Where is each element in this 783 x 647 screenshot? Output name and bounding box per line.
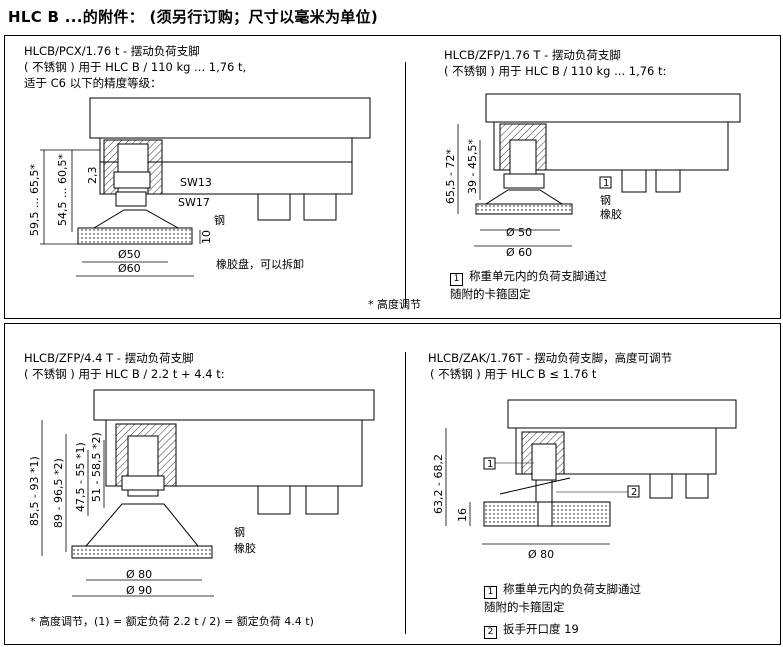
- pcx-label-rubber: 橡胶盘，可以拆卸: [216, 257, 304, 271]
- zfp44-heading: HLCB/ZFP/4.4 T - 摆动负荷支脚: [24, 351, 194, 365]
- pcx-line3: 适于 C6 以下的精度等级：: [24, 76, 162, 90]
- pcx-dim-4: 10: [200, 230, 213, 244]
- zfp44-dim-4: 51 - 58,5 *2): [90, 432, 103, 502]
- zak-label-2: 2: [631, 487, 637, 498]
- zfp176-dim-3: Ø 50: [506, 226, 532, 239]
- zfp176-line2: ( 不锈钢 ) 用于 HLC B / 110 kg ... 1,76 t:: [444, 64, 667, 78]
- zfp176-label-steel: 钢: [600, 194, 611, 207]
- zak-foot: [483, 443, 611, 527]
- zfp176-loadcell: [485, 93, 741, 193]
- zak-note-1-marker: 1: [484, 586, 497, 599]
- zak-label-1: 1: [487, 459, 493, 470]
- zfp176-label-rubber: 橡胶: [600, 207, 622, 221]
- zfp44-footnote: * 高度调节，(1) = 额定负荷 2.2 t / 2) = 额定负荷 4.4 …: [30, 614, 314, 628]
- pcx-dim-1: 59,5 ... 65,5*: [28, 164, 41, 236]
- pcx-line2: ( 不锈钢 ) 用于 HLC B / 110 kg ... 1,76 t,: [24, 60, 247, 74]
- zak-dim-2: 16: [456, 508, 469, 522]
- zak-loadcell: [507, 399, 737, 499]
- zfp44-dim-1: 85,5 - 93 *1): [28, 456, 41, 526]
- pcx-heading: HLCB/PCX/1.76 t - 摆动负荷支脚: [24, 44, 200, 58]
- zak-note-2: 2 扳手开口度 19: [484, 621, 579, 639]
- zfp44-label-steel: 钢: [234, 526, 245, 539]
- zak-dim-1: 63,2 - 68,2: [432, 454, 445, 514]
- zfp44-loadcell: [93, 389, 375, 515]
- pcx-dim-3: 2,3: [86, 167, 99, 185]
- zfp176-dim-4: Ø 60: [506, 246, 532, 259]
- zak-note-2-text: 扳手开口度 19: [503, 622, 579, 636]
- panel-divider-bottom: [405, 352, 406, 634]
- zfp44-dim-6: Ø 90: [126, 584, 152, 597]
- pcx-label-sw13: SW13: [180, 176, 212, 189]
- zfp44-foot: [71, 435, 213, 559]
- pcx-footnote: * 高度调节: [368, 297, 421, 311]
- pcx-dim-2: 54,5 ... 60,5*: [56, 154, 69, 226]
- zfp176-note-text: 称重单元内的负荷支脚通过 随附的卡箍固定: [450, 269, 607, 301]
- zfp44-label-rubber: 橡胶: [234, 541, 256, 555]
- pcx-label-steel: 钢: [214, 214, 225, 227]
- zfp44-dim-3: 47,5 - 55 *1): [74, 442, 87, 512]
- zfp44-dim-5: Ø 80: [126, 568, 152, 581]
- pcx-dim-6: Ø60: [118, 262, 141, 275]
- zfp176-dim-2: 39 - 45,5*: [466, 139, 479, 194]
- zak-dim-3: Ø 80: [528, 548, 554, 561]
- zfp176-heading: HLCB/ZFP/1.76 T - 摆动负荷支脚: [444, 48, 621, 62]
- zak-line2: ( 不锈钢 ) 用于 HLC B ≤ 1.76 t: [430, 367, 597, 381]
- zfp176-foot: [475, 139, 573, 215]
- pcx-foot: [77, 143, 193, 245]
- zak-note-1-text: 称重单元内的负荷支脚通过 随附的卡箍固定: [484, 582, 641, 614]
- zfp44-dim-2: 89 - 96,5 *2): [52, 458, 65, 528]
- zak-heading: HLCB/ZAK/1.76T - 摆动负荷支脚，高度可调节: [428, 351, 673, 365]
- zfp176-dim-1: 65,5 - 72*: [444, 149, 457, 204]
- panel-divider-top: [405, 62, 406, 307]
- zfp44-line2: ( 不锈钢 ) 用于 HLC B / 2.2 t + 4.4 t:: [24, 367, 225, 381]
- page-title: HLC B ...的附件： (须另行订购；尺寸以毫米为单位): [8, 8, 379, 26]
- zfp176-label-1: 1: [603, 178, 609, 189]
- pcx-dim-5: Ø50: [118, 248, 141, 261]
- zak-note-2-marker: 2: [484, 626, 497, 639]
- pcx-label-sw17: SW17: [178, 196, 210, 209]
